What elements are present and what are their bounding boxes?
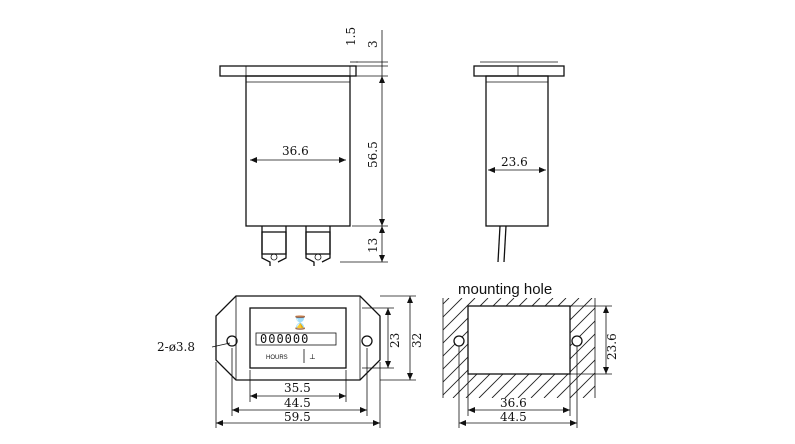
dim-cutout-width: 36.6 <box>500 396 527 410</box>
dim-inner-width: 35.5 <box>284 381 311 395</box>
dim-hole-callout: 2-ø3.8 <box>157 340 195 354</box>
bottom-view: ⌛ 000000 HOURS ⊥ 2-ø3.8 23 32 35.5 <box>157 295 424 428</box>
dim-cutout-height: 23.6 <box>605 333 619 360</box>
counter-digits-frame <box>255 332 337 346</box>
counter-label: HOURS <box>266 355 288 361</box>
hatch-line <box>569 372 595 398</box>
panel-hole-left <box>453 335 465 347</box>
hatch-line <box>443 298 476 331</box>
front-view: 36.6 1.5 3 56.5 13 <box>219 27 388 266</box>
hatch-line <box>556 359 595 398</box>
dim-front-body-height: 56.5 <box>366 141 380 168</box>
dim-side-depth: 23.6 <box>501 155 528 169</box>
dim-front-terminal-height: 13 <box>366 238 380 253</box>
hatch-line <box>622 298 722 398</box>
hourglass-icon: ⌛ <box>292 315 308 331</box>
front-body <box>245 75 351 227</box>
dim-front-flange: 3 <box>366 40 380 48</box>
voltage-mark: ⊥ <box>309 353 316 361</box>
dim-front-top-thin: 1.5 <box>344 27 358 46</box>
mount-hole-right <box>361 335 373 347</box>
hatch-line <box>530 333 595 398</box>
hatch-line <box>609 298 709 398</box>
hatch-line <box>543 346 595 398</box>
dim-bezel-height: 32 <box>410 333 424 348</box>
side-body <box>485 75 549 227</box>
dim-panel-hole-spacing: 44.5 <box>500 410 527 424</box>
hatch-line <box>582 385 595 398</box>
mount-hole-left <box>226 335 238 347</box>
panel-hole-right <box>571 335 583 347</box>
counter-digits: 000000 <box>260 332 309 346</box>
front-flange <box>219 65 357 77</box>
dim-front-body-width: 36.6 <box>282 144 309 158</box>
hatch-line <box>443 298 463 318</box>
counter-window <box>249 307 347 369</box>
dim-window-height: 23 <box>388 333 402 348</box>
side-terminal <box>497 225 501 263</box>
side-flange <box>473 65 565 77</box>
dim-overall-width: 59.5 <box>284 410 311 424</box>
panel-cutout <box>467 305 571 375</box>
side-view: 23.6 <box>473 61 565 263</box>
mounting-hole-view: mounting hole 23.6 36.6 44.5 <box>323 281 722 428</box>
mounting-hole-title: mounting hole <box>458 281 552 298</box>
dim-hole-spacing: 44.5 <box>284 396 311 410</box>
hatch-line <box>323 298 423 398</box>
